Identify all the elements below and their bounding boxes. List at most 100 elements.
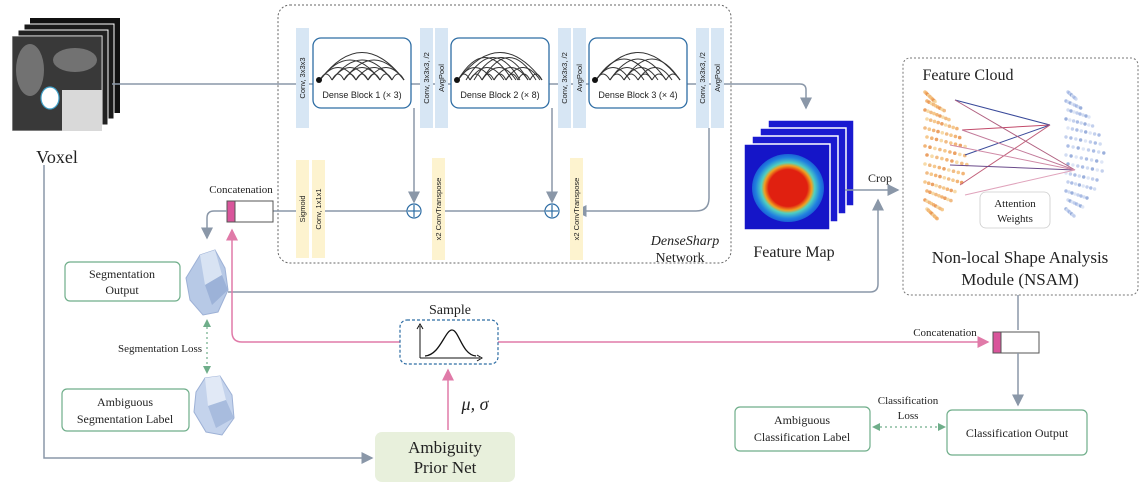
cloud-point (944, 140, 948, 144)
voxel-to-prior-line (43, 165, 374, 464)
cloud-point (940, 195, 944, 199)
cloud-point (939, 138, 944, 143)
cloud-point (931, 128, 936, 133)
ambiguity-prior-net-box: Ambiguity Prior Net (375, 432, 515, 482)
cloud-point (938, 174, 942, 179)
conv-transpose-label-2: x2 ConvTranspose (572, 178, 581, 241)
feature-cloud-left (923, 90, 969, 221)
cloud-point (1064, 135, 1068, 139)
conv-s2-label-1: Conv, 3x3x3, /2 (422, 52, 431, 104)
avgpool-label-3: AvgPool (713, 64, 722, 92)
nsam-line1: Non-local Shape Analysis (932, 248, 1109, 267)
attention-weights-line2: Weights (997, 213, 1033, 225)
cloud-point (951, 169, 956, 173)
feature-cloud-label: Feature Cloud (922, 67, 1013, 84)
cloud-point (1076, 164, 1080, 168)
cloud-point (1084, 130, 1088, 134)
cloud-point (960, 161, 964, 166)
cloud-point (944, 116, 948, 121)
cloud-point (1075, 120, 1080, 124)
cloud-point (1069, 136, 1073, 140)
conv-s2-label-3: Conv, 3x3x3, /2 (698, 52, 707, 104)
cloud-point (932, 119, 937, 124)
class-loss-arrow-left (872, 423, 880, 431)
conv-first-layer: Conv, 3x3x3 (296, 28, 309, 128)
cloud-point (940, 122, 944, 126)
cloud-point (1071, 145, 1075, 149)
cloud-point (932, 164, 937, 169)
cloud-point (1069, 109, 1073, 113)
cloud-point (1073, 192, 1077, 196)
sample-to-left-concat-arrow (226, 228, 400, 343)
cloud-point (1077, 183, 1082, 187)
concatenation-left-block (226, 200, 274, 223)
dense-block-1-label: Dense Block 1 (× 3) (322, 90, 401, 100)
attention-weights-box: Attention Weights (979, 191, 1051, 229)
voxel-image (11, 18, 120, 132)
cloud-point (1067, 190, 1071, 194)
densesharp-label: DenseSharp (650, 234, 719, 249)
cloud-point (1082, 175, 1086, 179)
cloud-point (928, 118, 933, 122)
cloud-point (1088, 140, 1093, 144)
cloud-point (940, 207, 944, 212)
attention-lines (949, 99, 1076, 196)
classification-output-label: Classification Output (966, 426, 1069, 440)
cloud-point (934, 192, 938, 197)
cloud-point (944, 132, 949, 136)
cloud-point (1086, 148, 1091, 152)
classification-loss-line1: Classification (878, 395, 939, 407)
cloud-point (1076, 146, 1080, 150)
cloud-point (1087, 123, 1091, 127)
cloud-point (1078, 138, 1083, 142)
conv-transpose-label-1: x2 ConvTranspose (434, 178, 443, 241)
cloud-point (942, 108, 946, 113)
transition-3: Conv, 3x3x3, /2 AvgPool (696, 28, 724, 128)
concatenation-right-label: Concatenation (913, 327, 977, 339)
cloud-point (1081, 205, 1085, 209)
cloud-point (925, 153, 929, 157)
cloud-point (1090, 124, 1095, 128)
cloud-point (935, 113, 939, 117)
conv-transpose-1: x2 ConvTranspose (432, 158, 445, 260)
cloud-point (930, 154, 934, 158)
cloud-point (1070, 181, 1074, 185)
ambiguous-seg-shape (193, 375, 235, 436)
cloud-point (931, 191, 935, 196)
classification-output-box: Classification Output (946, 409, 1088, 456)
cloud-point (1085, 196, 1089, 200)
crop-label: Crop (868, 171, 892, 185)
cloud-point (1081, 184, 1085, 188)
cloud-point (947, 124, 952, 128)
cloud-point (1078, 112, 1082, 116)
cloud-point (1097, 150, 1101, 154)
sample-label: Sample (429, 303, 471, 318)
cloud-point (925, 117, 929, 121)
cloud-point (1095, 178, 1099, 182)
conv-s2-label-2: Conv, 3x3x3, /2 (560, 52, 569, 104)
cloud-point (923, 144, 927, 148)
cloud-point (923, 126, 927, 130)
conv-transpose-2: x2 ConvTranspose (570, 158, 583, 260)
cloud-point (956, 170, 961, 175)
cloud-point (1092, 132, 1097, 136)
cloud-point (928, 163, 932, 167)
cloud-point (1100, 160, 1104, 164)
cloud-point (1093, 141, 1098, 145)
cloud-point (1073, 182, 1078, 186)
cloud-point (949, 141, 953, 145)
cloud-point (935, 155, 939, 160)
voxel-label: Voxel (36, 147, 78, 167)
cloud-point (1070, 127, 1075, 131)
segmentation-output-box: Segmentation Output (64, 261, 181, 302)
cloud-point (948, 150, 952, 154)
cloud-point (1089, 186, 1093, 190)
cloud-point (1071, 163, 1075, 167)
cloud-point (1070, 191, 1074, 195)
cloud-point (1074, 97, 1078, 101)
cloud-point (1098, 142, 1102, 146)
cloud-point (930, 182, 935, 187)
cloud-point (953, 134, 958, 139)
cloud-point (1066, 126, 1070, 130)
cloud-point (945, 187, 950, 191)
